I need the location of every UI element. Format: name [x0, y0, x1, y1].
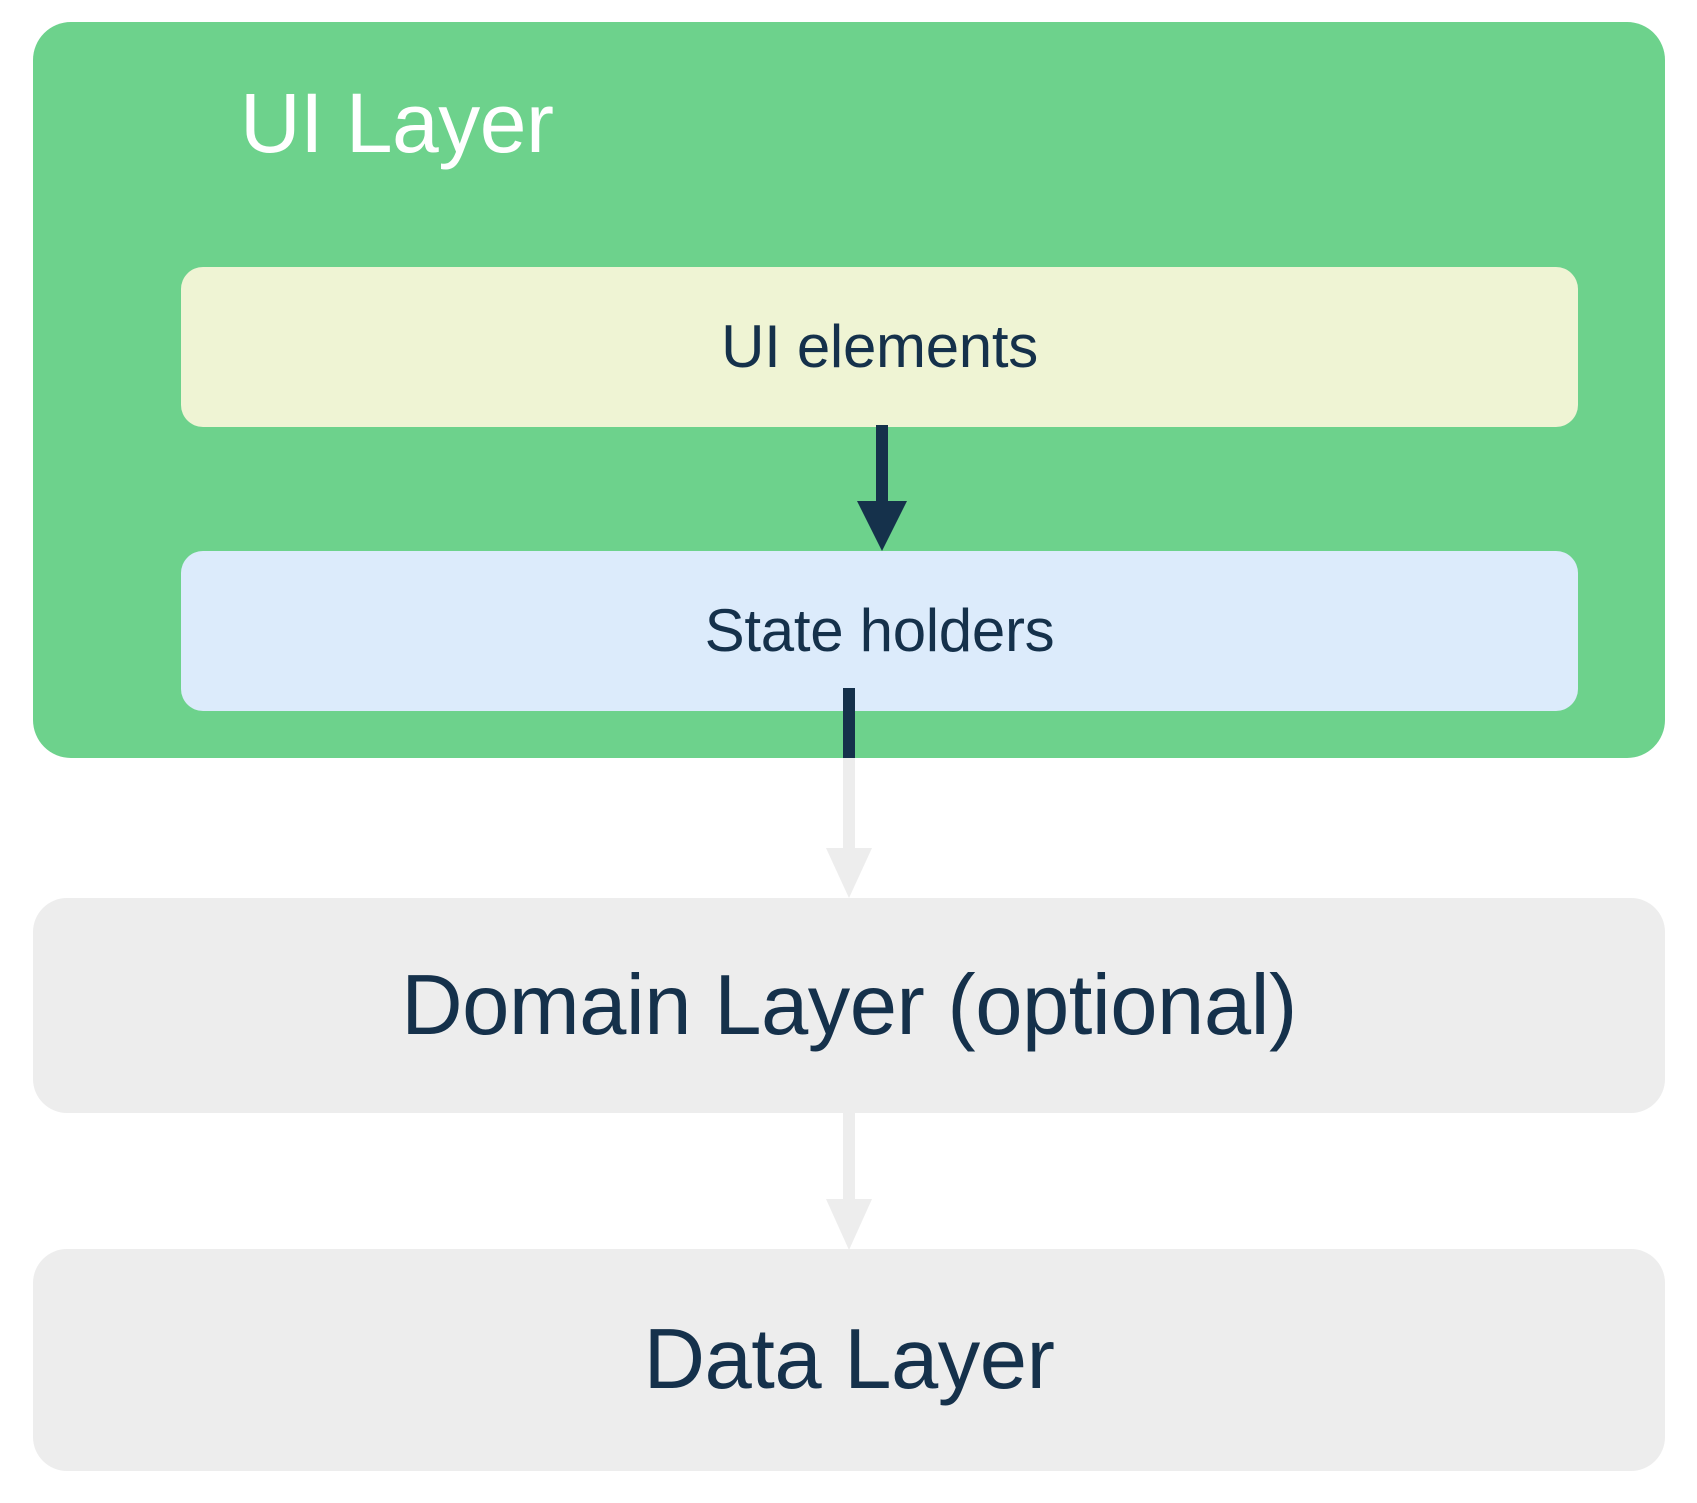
- ui-elements-label: UI elements: [721, 313, 1038, 380]
- state-holders-label: State holders: [704, 597, 1055, 664]
- ui-elements-box: UI elements: [181, 267, 1578, 427]
- state-holders-box: State holders: [181, 551, 1578, 711]
- ui-layer-container: UI Layer UI elements State holders: [33, 22, 1665, 758]
- ui-layer-title: UI Layer: [240, 76, 554, 170]
- arrow-ui-elements-to-state-holders-icon: [853, 425, 911, 553]
- domain-layer-box: Domain Layer (optional): [33, 898, 1665, 1113]
- arrow-domain-layer-to-data-layer-icon: [820, 1111, 878, 1252]
- data-layer-label: Data Layer: [643, 1312, 1055, 1408]
- domain-layer-label: Domain Layer (optional): [401, 957, 1297, 1053]
- data-layer-box: Data Layer: [33, 1249, 1665, 1471]
- arrow-state-holders-to-domain-layer-icon: [820, 688, 878, 900]
